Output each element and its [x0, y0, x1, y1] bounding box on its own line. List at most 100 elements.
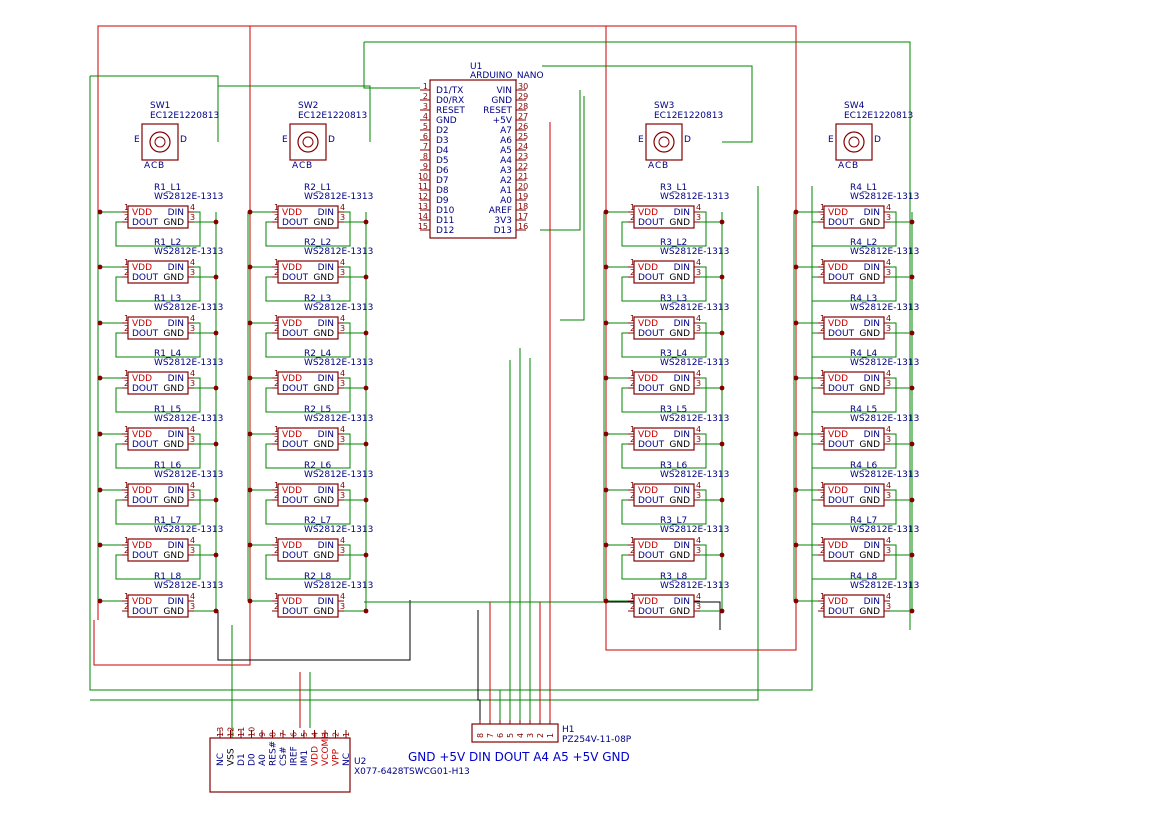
led-pin-num: 2 — [630, 546, 635, 555]
arduino-pin-right-name: RESET — [483, 106, 512, 116]
led-pin-num: 1 — [274, 369, 279, 378]
led-pin-num: 4 — [886, 425, 891, 434]
led-pin-num: 1 — [124, 203, 129, 212]
led-pin-num: 2 — [274, 213, 279, 222]
junction — [213, 552, 219, 558]
u2-pin-name: A0 — [258, 754, 268, 766]
led-pin-din: DIN — [864, 374, 880, 384]
led-pin-num: 4 — [340, 203, 345, 212]
led-ref: R3_L7 — [660, 516, 687, 526]
led-body — [823, 371, 885, 395]
led-pin-vdd: VDD — [282, 597, 302, 607]
junction — [719, 274, 725, 280]
led-pin-din: DIN — [864, 319, 880, 329]
led-value: WS2812E-1313 — [850, 525, 919, 535]
led-value: WS2812E-1313 — [304, 192, 373, 202]
led-pin-dout: DOUT — [132, 218, 159, 228]
led-value: WS2812E-1313 — [304, 358, 373, 368]
arduino-pin-left-name: GND — [436, 116, 457, 126]
led-value: WS2812E-1313 — [660, 525, 729, 535]
led-pin-vdd: VDD — [828, 597, 848, 607]
led-pin-num: 3 — [340, 602, 345, 611]
h1-pin-num: 4 — [516, 733, 525, 738]
led-chain-wire — [621, 544, 707, 580]
junction — [97, 375, 103, 381]
led-pin-num: 1 — [124, 536, 129, 545]
led-chain-wire — [621, 377, 707, 413]
led-pin-num: 4 — [190, 592, 195, 601]
led-pin-gnd: GND — [163, 273, 184, 283]
led-pin-num: 3 — [696, 602, 701, 611]
led-pin-gnd: GND — [859, 329, 880, 339]
junction — [793, 487, 799, 493]
led-pin-num: 1 — [820, 425, 825, 434]
led-body — [127, 427, 189, 451]
led-pin-num: 3 — [886, 379, 891, 388]
junction — [909, 219, 915, 225]
led-pin-din: DIN — [318, 374, 334, 384]
h1-pin-num: 1 — [546, 733, 555, 738]
arduino-pin-left-name: D1/TX — [436, 86, 463, 96]
arduino-pin-left-name: D5 — [436, 156, 449, 166]
encoder-pin-e: E — [638, 135, 644, 145]
junction — [793, 598, 799, 604]
u2-pin-name: D0 — [248, 753, 258, 766]
led-value: WS2812E-1313 — [850, 247, 919, 257]
led-value: WS2812E-1313 — [304, 414, 373, 424]
sw3-wire-c — [560, 96, 585, 321]
arduino-pin-left-name: D3 — [436, 136, 449, 146]
led-value: WS2812E-1313 — [154, 470, 223, 480]
led-value: WS2812E-1313 — [660, 303, 729, 313]
junction — [603, 598, 609, 604]
encoder-body — [141, 123, 179, 161]
junction — [909, 441, 915, 447]
gnd-wire-bottom — [217, 600, 411, 661]
led-chain-wire — [621, 266, 707, 302]
led-pin-num: 4 — [340, 481, 345, 490]
led-pin-gnd: GND — [669, 329, 690, 339]
led-pin-num: 2 — [124, 213, 129, 222]
led-pin-num: 2 — [820, 546, 825, 555]
led-pin-vdd: VDD — [282, 430, 302, 440]
led-chain-wire — [115, 211, 201, 247]
junction — [719, 330, 725, 336]
led-pin-vdd: VDD — [132, 597, 152, 607]
arduino-pin-right-name: A7 — [500, 126, 512, 136]
junction — [603, 542, 609, 548]
led-value: WS2812E-1313 — [660, 581, 729, 591]
led-value: WS2812E-1313 — [154, 247, 223, 257]
led-body — [277, 371, 339, 395]
led-pin-num: 2 — [820, 213, 825, 222]
led-chain-wire — [621, 211, 707, 247]
encoder-pin-c: C — [299, 161, 305, 171]
u2-pin-name: VPP — [332, 748, 342, 766]
junction — [247, 487, 253, 493]
h1-ref: H1 — [562, 725, 575, 735]
led-pin-dout: DOUT — [638, 329, 665, 339]
led-body — [127, 594, 189, 618]
encoder-pin-d: D — [874, 135, 881, 145]
led-pin-num: 2 — [630, 435, 635, 444]
led-pin-num: 4 — [340, 314, 345, 323]
led-pin-num: 4 — [190, 203, 195, 212]
led-body — [823, 483, 885, 507]
led-pin-gnd: GND — [669, 218, 690, 228]
led-pin-num: 1 — [274, 425, 279, 434]
encoder-body — [289, 123, 327, 161]
led-pin-gnd: GND — [313, 440, 334, 450]
arduino-pin-right-num: 17 — [518, 212, 528, 221]
led-chain-wire — [621, 433, 707, 469]
led-pin-gnd: GND — [859, 384, 880, 394]
junction — [213, 219, 219, 225]
led-chain-wire — [811, 266, 897, 302]
led-pin-din: DIN — [674, 430, 690, 440]
arduino-body — [429, 79, 517, 239]
